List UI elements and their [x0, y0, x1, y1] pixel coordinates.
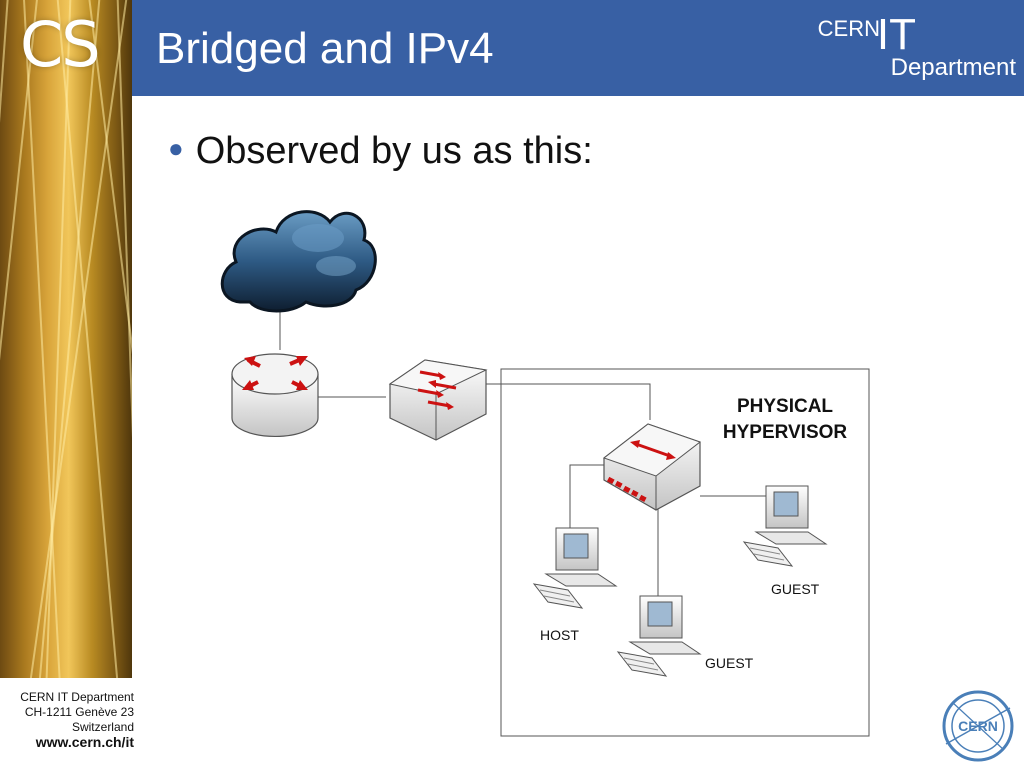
footer-url: www.cern.ch/it [35, 734, 134, 750]
cern-it-department-logo: CERN IT Department [816, 10, 1016, 84]
slide-title: Bridged and IPv4 [156, 24, 494, 73]
guest-label-right: GUEST [771, 581, 820, 597]
brand-department-text: Department [890, 54, 1016, 81]
sidebar-image: CS [0, 0, 132, 678]
host-computer-icon [532, 527, 618, 609]
footer-line-country: Switzerland [71, 720, 134, 734]
hypervisor-boundary-box [500, 368, 870, 737]
internet-cloud-icon [220, 210, 377, 313]
guest-label-bottom: GUEST [705, 655, 754, 671]
bullet-dot-icon: ● [168, 133, 184, 163]
hypervisor-title-line2: HYPERVISOR [723, 422, 848, 443]
footer-line-city: CH-1211 Genève 23 [24, 705, 134, 719]
footer-address: CERN IT Department CH-1211 Genève 23 Swi… [0, 690, 134, 750]
connection-lines [279, 303, 770, 598]
bullet-item: ● Observed by us as this: [168, 130, 593, 173]
virtual-bridge-icon [602, 423, 702, 511]
cs-logo: CS [20, 8, 101, 81]
guest-computer-bottom-icon [616, 595, 702, 677]
hypervisor-title-line1: PHYSICAL [737, 396, 833, 417]
network-switch-icon [388, 359, 488, 441]
cern-logo-text: CERN [958, 718, 998, 734]
cern-logo: CERN [942, 690, 1014, 762]
footer-line-department: CERN IT Department [20, 690, 134, 704]
router-icon [231, 353, 319, 437]
bullet-text: Observed by us as this: [195, 130, 593, 172]
host-label: HOST [540, 627, 579, 643]
brand-it-text: IT [876, 10, 916, 59]
brand-cern-text: CERN [817, 16, 880, 41]
header-bar: Bridged and IPv4 CERN IT Department [132, 0, 1024, 96]
guest-computer-right-icon [742, 485, 828, 567]
